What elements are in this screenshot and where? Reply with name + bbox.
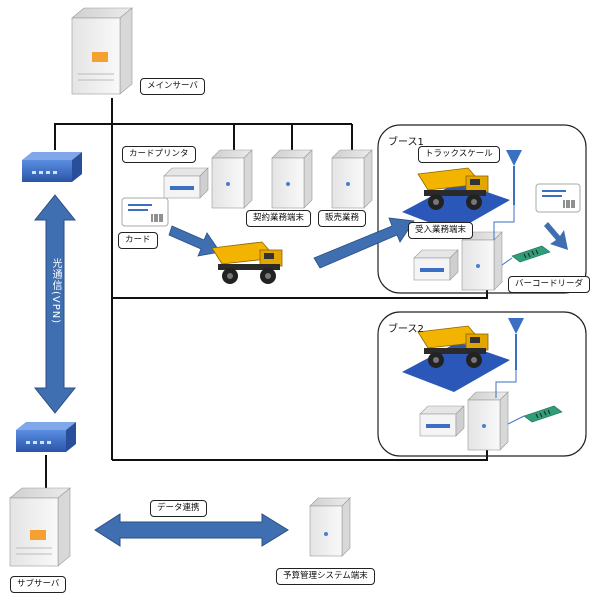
card-icon <box>121 197 169 227</box>
receiving-terminal-label: 受入業務端末 <box>408 222 474 239</box>
card-printer-pc-icon <box>211 149 253 209</box>
contract-terminal-label: 契約業務端末 <box>246 210 312 227</box>
card-to-truck-arrow <box>168 225 221 257</box>
main-server-label: メインサーバ <box>140 78 205 95</box>
booth2-box <box>377 311 587 457</box>
budget-terminal-label: 予算管理システム端末 <box>276 568 375 585</box>
sales-terminal-icon <box>331 149 373 209</box>
card-printer-icon <box>163 167 209 199</box>
booth1-title: ブース1 <box>388 137 424 148</box>
booth1-card-arrow <box>544 222 568 250</box>
booth2-title: ブース2 <box>388 324 424 335</box>
card-printer-label: カードプリンタ <box>122 146 196 163</box>
booth2-scale-plate <box>402 342 510 392</box>
booth1-card-icon <box>535 183 581 213</box>
budget-terminal-icon <box>309 497 351 557</box>
booth1-box <box>377 124 587 294</box>
booth1-pc-icon <box>461 231 503 291</box>
data-link-label: データ連携 <box>150 500 207 517</box>
truck-icon <box>211 241 283 284</box>
router-bottom-icon <box>16 422 76 452</box>
main-server-icon <box>71 7 133 95</box>
truck-to-booth1-arrow <box>313 217 415 269</box>
card-label: カード <box>118 232 158 249</box>
booth2-truck-icon <box>417 325 489 368</box>
booth1-barcode-reader-icon <box>511 245 551 263</box>
booth1-truck-icon <box>417 167 489 210</box>
booth2-sensor-icon <box>508 318 524 370</box>
booth2-pc-icon <box>467 391 509 451</box>
contract-terminal-icon <box>271 149 313 209</box>
truck-scale-label: トラックスケール <box>418 146 500 163</box>
sub-server-icon <box>9 487 71 567</box>
vpn-arrow <box>33 194 77 414</box>
booth2-barcode-reader-icon <box>523 405 563 423</box>
router-top-icon <box>22 152 82 182</box>
booth2-printer-icon <box>419 405 465 437</box>
booth1-sensor-icon <box>506 150 522 205</box>
sales-label: 販売業務 <box>318 210 367 227</box>
booth2-links <box>495 370 525 425</box>
barcode-reader-label: バーコードリーダ <box>508 276 591 293</box>
sub-server-label: サブサーバ <box>10 576 67 593</box>
booth1-printer-icon <box>413 249 459 281</box>
booth1-links <box>493 205 515 266</box>
vpn-label: 光通信(VPN) <box>50 258 61 325</box>
data-link-arrow <box>94 513 289 547</box>
